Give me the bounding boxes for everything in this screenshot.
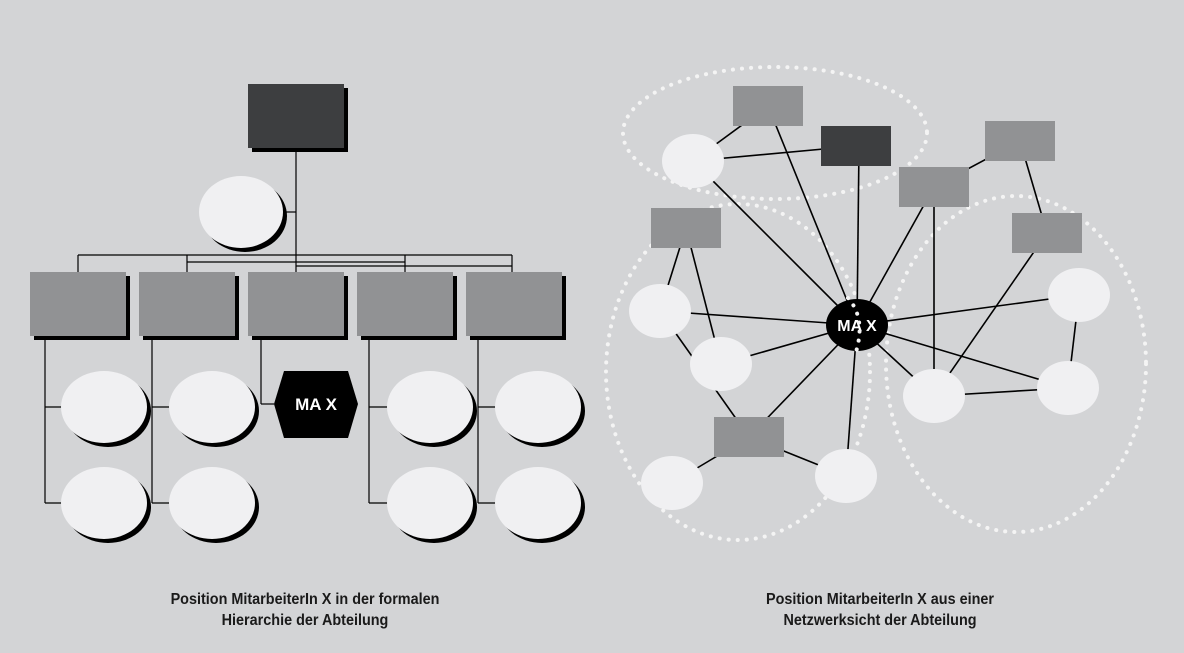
- network-ellipse: [903, 369, 965, 423]
- network-box: [714, 417, 784, 457]
- focus-employee-node: MA X: [826, 299, 888, 351]
- cluster-outlines: [604, 65, 1148, 542]
- cluster-left: [604, 202, 872, 542]
- head-box: [248, 84, 348, 152]
- cluster-overlay-dots: [846, 296, 862, 354]
- cluster-right: [884, 194, 1148, 534]
- employee-ellipse: [495, 371, 585, 447]
- caption-hierarchy: Position MitarbeiterIn X in der formalen…: [143, 589, 467, 631]
- hierarchy-chart: MA X: [30, 84, 585, 543]
- network-ellipse: [1037, 361, 1099, 415]
- hierarchy-connectors: [44, 148, 513, 504]
- caption-hierarchy-line1: Position MitarbeiterIn X in der formalen: [170, 591, 440, 608]
- caption-network-line1: Position MitarbeiterIn X aus einer: [765, 591, 995, 608]
- network-ellipse: [690, 337, 752, 391]
- focus-label-left: MA X: [295, 395, 338, 414]
- employee-ellipse: [387, 467, 477, 543]
- employee-ellipse: [169, 467, 259, 543]
- department-box-5: [466, 272, 566, 340]
- caption-network: Position MitarbeiterIn X aus einer Netzw…: [718, 589, 1042, 631]
- network-box: [985, 121, 1055, 161]
- department-box-1: [30, 272, 130, 340]
- network-ellipse: [629, 284, 691, 338]
- network-box-dark: [821, 126, 891, 166]
- focus-employee-hexagon: MA X: [274, 371, 358, 438]
- network-ellipse: [662, 134, 724, 188]
- employee-ellipse: [61, 467, 151, 543]
- employee-ellipse: [169, 371, 259, 447]
- network-ellipse: [1048, 268, 1110, 322]
- network-box: [733, 86, 803, 126]
- employee-ellipse: [61, 371, 151, 447]
- employee-ellipse: [387, 371, 477, 447]
- employee-ellipses: [61, 371, 585, 543]
- department-box-3: [248, 272, 348, 340]
- network-chart: MA X: [604, 65, 1148, 542]
- network-boxes: [651, 86, 1082, 457]
- network-box: [651, 208, 721, 248]
- network-ellipses: [629, 134, 1110, 510]
- caption-hierarchy-line2: Hierarchie der Abteilung: [221, 612, 389, 629]
- network-ellipse: [815, 449, 877, 503]
- department-box-4: [357, 272, 457, 340]
- focus-label-right: MA X: [837, 318, 877, 335]
- employee-ellipse: [495, 467, 585, 543]
- department-boxes: [30, 272, 566, 340]
- network-box: [1012, 213, 1082, 253]
- network-ellipse: [641, 456, 703, 510]
- network-box: [899, 167, 969, 207]
- department-box-2: [139, 272, 239, 340]
- cluster-top: [621, 65, 929, 201]
- caption-network-line2: Netzwerksicht der Abteilung: [783, 612, 977, 629]
- staff-ellipse: [199, 176, 287, 252]
